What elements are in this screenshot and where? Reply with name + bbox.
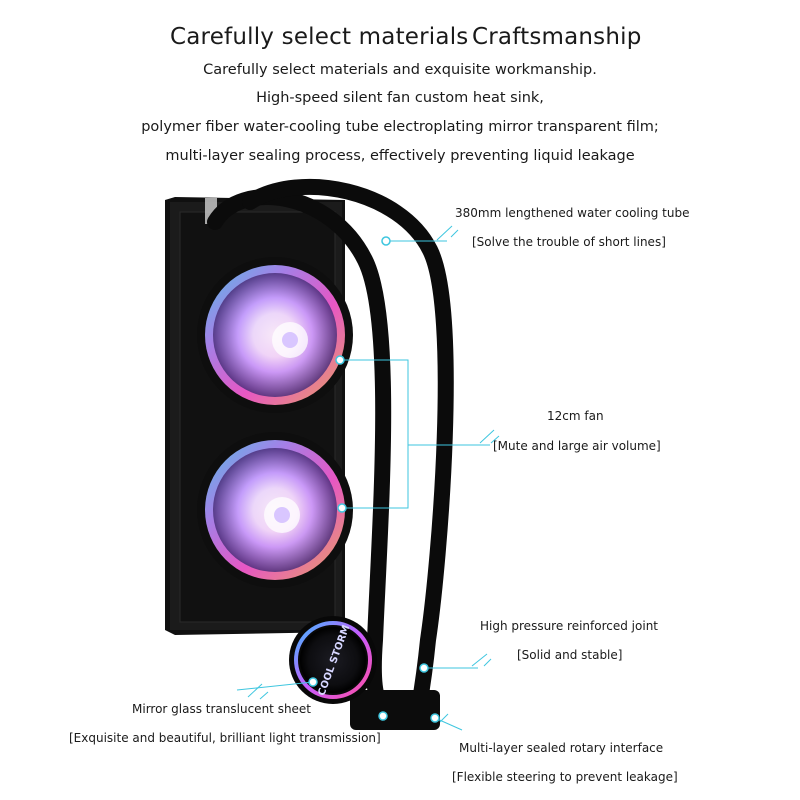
- header-title-left: Carefully select materials: [170, 24, 469, 50]
- pump-block: COOL STORM: [289, 616, 440, 730]
- callout-rotary-title: Multi-layer sealed rotary interface: [459, 741, 664, 755]
- description-line-3: polymer fiber water-cooling tube electro…: [141, 119, 659, 135]
- callout-rotary-detail: [Flexible steering to prevent leakage]: [452, 770, 678, 784]
- description-line-2: High-speed silent fan custom heat sink,: [256, 90, 544, 106]
- callout-fan-detail: [Mute and large air volume]: [493, 439, 661, 453]
- callout-mirror-detail: [Exquisite and beautiful, brilliant ligh…: [69, 731, 381, 745]
- callout-dots: [308, 236, 440, 723]
- callout-tube-detail: [Solve the trouble of short lines]: [472, 235, 666, 249]
- callout-mirror-title: Mirror glass translucent sheet: [132, 702, 312, 716]
- header-title-right: Craftsmanship: [472, 24, 642, 50]
- callout-tube-title: 380mm lengthened water cooling tube: [455, 206, 690, 220]
- callout-joint-detail: [Solid and stable]: [517, 648, 623, 662]
- fan-bottom: [197, 432, 353, 588]
- callout-joint-title: High pressure reinforced joint: [480, 619, 659, 633]
- callout-lines: [236, 225, 500, 731]
- description-line-4: multi-layer sealing process, effectively…: [165, 148, 635, 164]
- fan-top: [197, 257, 353, 413]
- description-line-1: Carefully select materials and exquisite…: [203, 62, 597, 78]
- callout-fan-title: 12cm fan: [547, 409, 604, 423]
